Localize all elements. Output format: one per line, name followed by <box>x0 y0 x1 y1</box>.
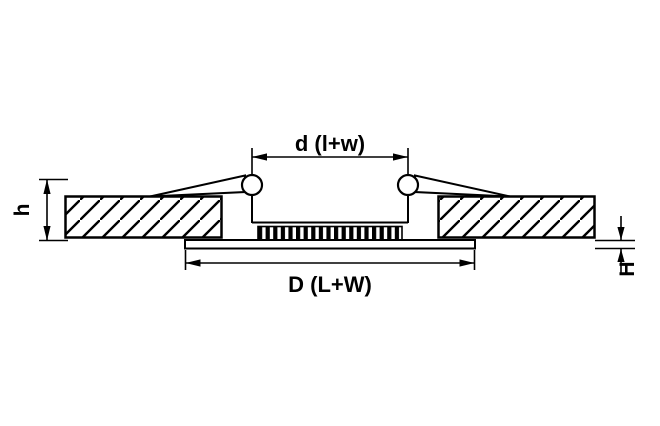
dim-d-arrow-left <box>252 153 267 161</box>
dim-d-label: d (l+w) <box>295 131 365 156</box>
dim-d-arrow-right <box>393 153 408 161</box>
ceiling-panel-left <box>64 195 223 239</box>
dim-D-label: D (L+W) <box>288 272 372 297</box>
dim-h-arrow-bottom <box>43 226 51 241</box>
dim-H-label: H <box>616 261 639 276</box>
dimension-d <box>251 148 409 174</box>
dim-h-label: h <box>11 204 34 217</box>
ceiling-panel-right <box>437 195 596 239</box>
dim-D-arrow-left <box>185 259 201 267</box>
trim-flange <box>184 239 476 250</box>
dim-D-arrow-right <box>459 259 475 267</box>
dimension-D <box>184 250 476 270</box>
dim-H-arrow-bottom <box>617 249 625 262</box>
dim-H-arrow-top <box>617 227 625 240</box>
dim-h-arrow-top <box>43 179 51 194</box>
spring-pivot-right <box>396 173 420 197</box>
lamp-ribbed-body <box>257 225 403 242</box>
spring-pivot-left <box>240 173 264 197</box>
